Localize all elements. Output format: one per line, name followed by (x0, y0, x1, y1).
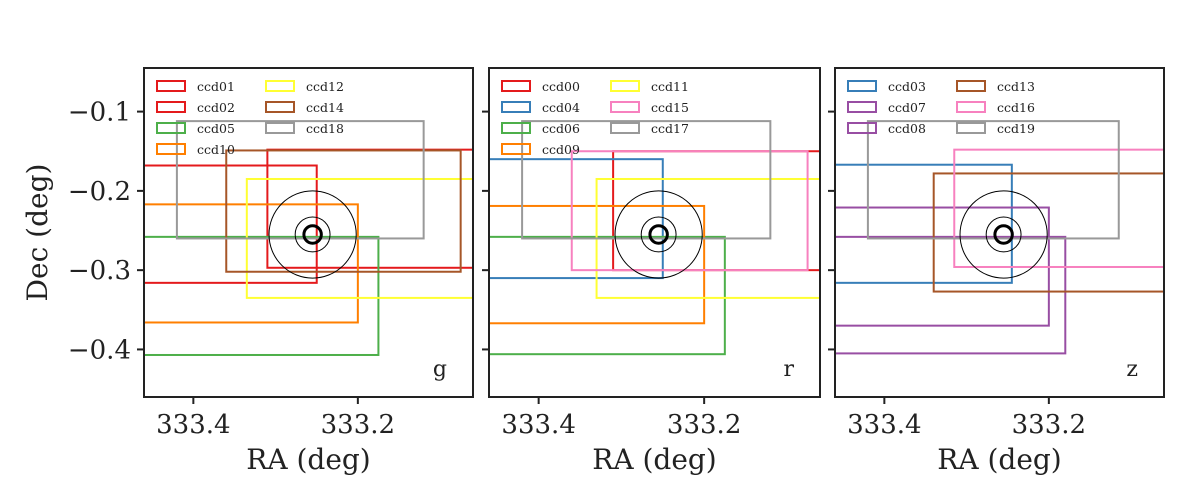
ccd19-footprint (866, 120, 1120, 240)
legend-swatch (847, 122, 877, 134)
x-axis-label: RA (deg) (592, 443, 716, 476)
ccd05-footprint (144, 235, 380, 356)
legend-label: ccd00 (542, 79, 580, 94)
panel-frame (488, 67, 821, 398)
legend-swatch (847, 101, 877, 113)
ccd02-footprint (266, 148, 473, 269)
legend-label: ccd03 (888, 79, 926, 94)
legend-label: ccd10 (197, 142, 235, 157)
legend: ccd00 ccd04 ccd06 ccd09 ccd11 ccd15 ccd17 (501, 79, 689, 157)
x-tick-label: 333.4 (847, 410, 921, 440)
target-circle (993, 224, 1014, 245)
legend-swatch (501, 80, 531, 92)
plot-area-r (489, 120, 820, 356)
legend-label: ccd11 (651, 79, 689, 94)
ccd00-footprint (612, 150, 820, 272)
ccd03-footprint (835, 163, 1013, 284)
target-circle (640, 216, 677, 253)
legend-swatch (956, 80, 986, 92)
legend-swatch (610, 80, 640, 92)
target-circle (294, 216, 331, 253)
legend-swatch (156, 122, 186, 134)
ccd15-footprint (570, 150, 809, 272)
legend-swatch (501, 101, 531, 113)
ccd18-footprint (175, 120, 425, 240)
panel-g: 333.4 333.2 −0.1 −0.2 −0.3 −0.4 RA (deg) Dec (d… (21, 67, 474, 476)
x-tick-label: 333.4 (501, 410, 575, 440)
target-circle (614, 190, 703, 279)
x-tick-label: 333.2 (321, 410, 395, 440)
legend-swatch (156, 80, 186, 92)
x-tick-label: 333.4 (156, 410, 230, 440)
legend-label: ccd18 (306, 121, 344, 136)
legend-label: ccd02 (197, 100, 235, 115)
legend-label: ccd16 (997, 100, 1035, 115)
ccd06-footprint (489, 235, 726, 356)
legend-label: ccd01 (197, 79, 235, 94)
legend-swatch (156, 101, 186, 113)
legend-label: ccd14 (306, 100, 344, 115)
legend-swatch (610, 122, 640, 134)
legend: ccd03 ccd07 ccd08 ccd13 ccd16 ccd19 (847, 79, 1035, 136)
y-axis-label: Dec (deg) (21, 164, 54, 302)
legend-swatch (956, 101, 986, 113)
legend-swatch (956, 122, 986, 134)
legend-label: ccd07 (888, 100, 926, 115)
legend-swatch (501, 122, 531, 134)
ccd14-footprint (225, 149, 462, 273)
ccd04-footprint (489, 158, 664, 280)
legend-label: ccd06 (542, 121, 580, 136)
y-tick-label: −0.2 (68, 177, 131, 207)
target-circle (959, 190, 1048, 279)
plot-area-z (835, 120, 1164, 355)
ccd16-footprint (953, 148, 1164, 268)
panel-frame (834, 67, 1165, 398)
target-circle (985, 216, 1022, 253)
legend-label: ccd13 (997, 79, 1035, 94)
x-axis-label: RA (deg) (937, 443, 1061, 476)
legend-label: ccd05 (197, 121, 235, 136)
legend-label: ccd09 (542, 142, 580, 157)
x-axis-label: RA (deg) (246, 443, 370, 476)
band-label: z (1126, 357, 1138, 382)
legend: ccd01 ccd02 ccd05 ccd10 ccd12 ccd14 ccd18 (156, 79, 344, 157)
legend-swatch (501, 143, 531, 155)
band-label: r (783, 357, 794, 382)
x-tick-label: 333.2 (667, 410, 741, 440)
panel-frame (143, 67, 474, 398)
legend-label: ccd17 (651, 121, 689, 136)
legend-swatch (847, 80, 877, 92)
y-tick-label: −0.1 (68, 98, 131, 128)
legend-label: ccd19 (997, 121, 1035, 136)
legend-swatch (265, 122, 295, 134)
legend-label: ccd04 (542, 100, 580, 115)
ccd13-footprint (932, 172, 1164, 293)
target-circle (648, 224, 669, 245)
target-circle (268, 190, 357, 279)
target-circle (302, 224, 323, 245)
y-tick-label: −0.4 (68, 335, 131, 365)
ccd01-footprint (144, 164, 318, 284)
x-tick-label: 333.2 (1012, 410, 1086, 440)
legend-swatch (265, 101, 295, 113)
legend-swatch (610, 101, 640, 113)
ccd17-footprint (521, 120, 772, 240)
band-label: g (433, 357, 447, 382)
legend-label: ccd15 (651, 100, 689, 115)
legend-swatch (156, 143, 186, 155)
legend-label: ccd12 (306, 79, 344, 94)
y-tick-label: −0.3 (68, 256, 131, 286)
legend-swatch (265, 80, 295, 92)
plot-area-g (144, 120, 473, 356)
legend-label: ccd08 (888, 121, 926, 136)
